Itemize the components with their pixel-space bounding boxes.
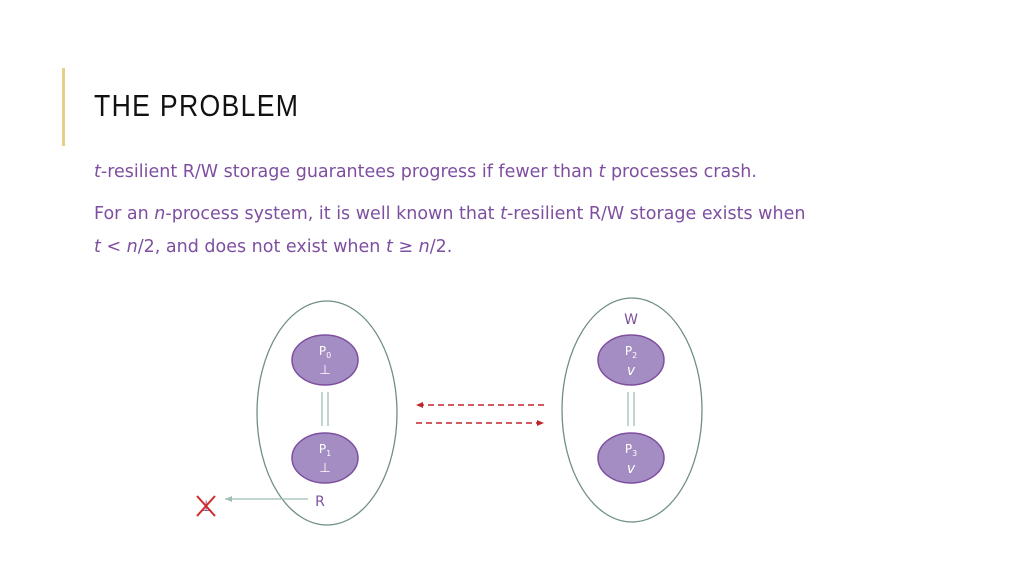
var-t: t	[94, 237, 101, 257]
read-op-label: R	[315, 494, 325, 510]
write-op-label: W	[624, 312, 638, 328]
var-t: t	[598, 162, 606, 182]
node-p3: P3 v	[597, 432, 665, 484]
accent-bar	[62, 68, 65, 146]
node-p0: P0 ⊥	[291, 334, 359, 386]
var-n: n	[126, 237, 138, 257]
slide-title: THE PROBLEM	[94, 88, 300, 123]
text-run: -resilient R/W storage guarantees progre…	[100, 162, 599, 182]
node-p1: P1 ⊥	[291, 432, 359, 484]
node-p3-value: v	[627, 461, 636, 477]
node-p0-value: ⊥	[319, 363, 330, 378]
node-p1-name: P1	[319, 442, 331, 458]
text-run: -resilient R/W storage exists when	[506, 204, 806, 224]
text-run: ≥	[392, 237, 419, 257]
var-n: n	[418, 237, 430, 257]
text-run: For an	[94, 204, 155, 224]
cross-icon	[196, 495, 216, 517]
node-p0-name: P0	[319, 344, 331, 360]
node-p2-circle	[597, 334, 665, 386]
node-p2-value: v	[627, 363, 636, 379]
node-p1-circle	[291, 432, 359, 484]
node-p3-name: P3	[625, 442, 637, 458]
text-run: <	[100, 237, 127, 257]
text-run: -process system, it is well known that	[165, 204, 501, 224]
paragraph-1: t-resilient R/W storage guarantees progr…	[94, 156, 757, 189]
left-group-ellipse	[256, 300, 398, 526]
var-t: t	[385, 237, 393, 257]
paragraph-2-line-2: t < n/2, and does not exist when t ≥ n/2…	[94, 231, 805, 264]
var-n: n	[154, 204, 166, 224]
text-run: /2, and does not exist when	[137, 237, 386, 257]
node-p2: P2 v	[597, 334, 665, 386]
text-run: processes crash.	[605, 162, 757, 182]
right-group-ellipse	[561, 297, 703, 523]
paragraph-2: For an n-process system, it is well know…	[94, 198, 805, 264]
node-p3-circle	[597, 432, 665, 484]
node-p0-circle	[291, 334, 359, 386]
var-t: t	[94, 162, 101, 182]
var-t: t	[500, 204, 507, 224]
paragraph-2-line-1: For an n-process system, it is well know…	[94, 198, 805, 231]
node-p1-value: ⊥	[319, 461, 330, 476]
node-p2-name: P2	[625, 344, 637, 360]
text-run: /2.	[429, 237, 453, 257]
